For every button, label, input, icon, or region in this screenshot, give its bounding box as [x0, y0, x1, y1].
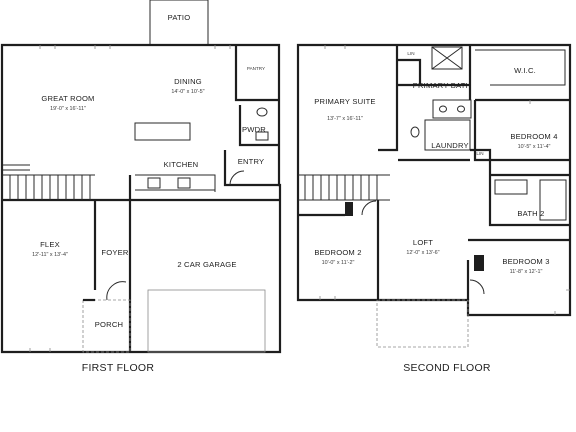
entry-door [229, 170, 245, 186]
bedroom4-dims: 10'-5" x 11'-4" [518, 144, 551, 150]
bedroom3-dims: 11'-8" x 12'-1" [510, 269, 543, 275]
bath2-tub-icon [539, 179, 567, 221]
bedroom4-label: BEDROOM 4 [510, 132, 557, 141]
bedroom2-dims: 10'-0" x 11'-2" [322, 260, 355, 266]
stair [1, 160, 95, 200]
wic-outline [475, 49, 566, 86]
foyer-wall [93, 175, 132, 352]
toilet-icon [410, 126, 420, 138]
porch-label: PORCH [95, 320, 123, 329]
entry-label: ENTRY [238, 157, 265, 166]
bedroom3-door [469, 279, 485, 295]
vanity-icon [432, 99, 472, 119]
dining-label: DINING [174, 77, 202, 86]
patio-outline [149, 0, 209, 46]
first-floor-exterior-wall [0, 43, 282, 354]
kitchen-counter [135, 174, 216, 192]
patio-label: PATIO [168, 13, 191, 22]
flex-dims: 12'-11" x 13'-4" [32, 252, 68, 258]
dining-dims: 14'-0" x 10'-5" [171, 89, 204, 95]
kitchen-label: KITCHEN [164, 160, 199, 169]
wic-label: W.I.C. [514, 66, 536, 75]
primary-suite-dims: 13'-7" x 16'-11" [327, 116, 363, 122]
bedroom2-column [345, 202, 353, 216]
loft-label: LOFT [413, 238, 433, 247]
great-room-label: GREAT ROOM [41, 94, 94, 103]
loft-dims: 12'-0" x 13'-6" [406, 250, 439, 256]
flex-label: FLEX [40, 240, 60, 249]
laundry-outline [424, 119, 471, 151]
primary-bath-label: PRIMARY BATH [413, 81, 472, 90]
range-icon [177, 177, 191, 189]
stair [298, 174, 390, 201]
primary-suite-wall [378, 45, 422, 152]
kitchen-island [134, 122, 191, 141]
garage-door [147, 289, 266, 353]
bedroom2-label: BEDROOM 2 [314, 248, 361, 257]
first-floor-title: FIRST FLOOR [82, 362, 155, 374]
pwdr-wall [238, 105, 279, 147]
laundry-label: LAUNDRY [431, 141, 469, 150]
bath2-label: BATH 2 [517, 209, 544, 218]
first-floor-plan: PATIO GREAT ROOM 19'-0" x 16'-11" DINING… [0, 0, 282, 374]
bedroom3-label: BEDROOM 3 [502, 257, 549, 266]
pwdr-label: PWDR [242, 125, 266, 134]
shower-x [431, 46, 463, 70]
first-floor-windows [39, 45, 231, 49]
sink-icon [147, 177, 161, 189]
porch-outline [82, 299, 131, 353]
primary-suite-label: PRIMARY SUITE [314, 97, 375, 106]
toilet-icon [256, 107, 268, 117]
pwdr-sink-icon [255, 131, 269, 141]
foyer-label: FOYER [101, 248, 128, 257]
pantry-label: PANTRY [247, 66, 265, 71]
sink-right-icon [457, 105, 465, 113]
second-floor-plan: LIN PRIMARY BATH W.I.C. PRIMARY SUITE 13… [296, 43, 572, 374]
bath2-vanity-icon [494, 179, 528, 195]
second-floor-title: SECOND FLOOR [403, 362, 491, 374]
flex-windows [29, 348, 51, 352]
great-room-dims: 19'-0" x 16'-11" [50, 106, 86, 112]
linen-mid-label: LIN [476, 151, 483, 156]
bedroom3-wall [466, 238, 570, 300]
linen-top-label: LIN [407, 51, 414, 56]
linen-mid-wall [398, 148, 492, 175]
second-floor-windows [319, 45, 570, 315]
primary-bath-wall [397, 45, 472, 100]
bedroom2-wall [298, 200, 380, 300]
bedroom2-door [361, 200, 377, 216]
foyer-door [106, 281, 127, 301]
second-floor-overlook [376, 299, 469, 348]
entry-wall [223, 150, 279, 187]
pantry-wall [234, 45, 279, 102]
bedroom4-wall [473, 98, 570, 162]
bedroom3-column [474, 255, 484, 271]
garage-label: 2 CAR GARAGE [177, 260, 236, 269]
bath2-wall [488, 173, 570, 227]
sink-left-icon [439, 105, 447, 113]
